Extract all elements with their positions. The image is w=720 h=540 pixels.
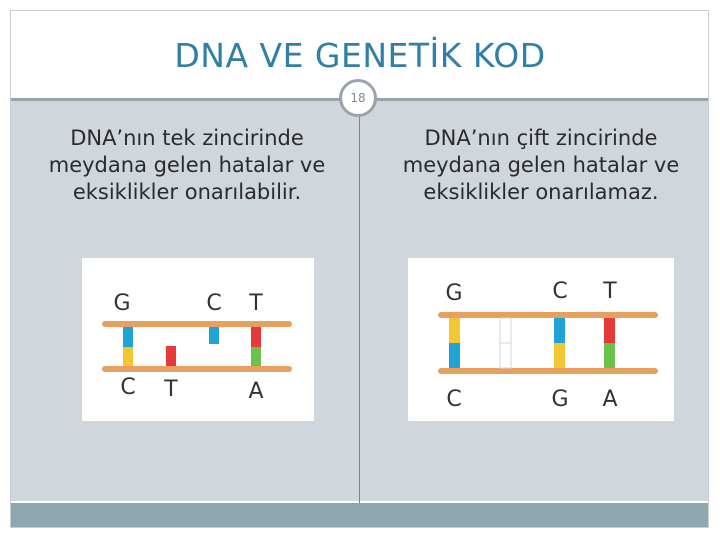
base-label-bottom-3: A: [248, 379, 263, 404]
base-block-t-unpaired: [166, 346, 176, 366]
bottom-strand: [438, 368, 658, 374]
base-label-bottom-2: T: [163, 377, 178, 402]
double-strand-diagram-svg: G C T C G A: [408, 258, 674, 421]
slide-title: DNA VE GENETİK KOD: [10, 36, 710, 75]
base-block-g: [123, 327, 133, 347]
single-strand-diagram-svg: G C T C T A: [82, 258, 314, 421]
base-label-top-3: T: [602, 279, 617, 304]
single-strand-diagram: G C T C T A: [82, 258, 314, 421]
base-block-c: [554, 318, 565, 343]
base-label-top-2: C: [206, 291, 221, 316]
bottom-bar: [11, 503, 708, 527]
base-block-g-bottom: [554, 343, 565, 368]
base-block-c: [123, 347, 133, 366]
top-strand: [438, 312, 658, 318]
top-strand: [102, 321, 292, 327]
base-label-top-3: T: [248, 291, 263, 316]
base-block-c: [449, 343, 460, 368]
base-label-top-1: G: [445, 281, 462, 306]
base-block-t: [604, 318, 615, 343]
column-divider: [359, 110, 360, 504]
base-label-top-2: C: [552, 279, 567, 304]
page-number-badge: 18: [339, 79, 377, 117]
base-block-g: [449, 318, 460, 343]
base-block-a: [604, 343, 615, 368]
bottom-strand: [102, 366, 292, 372]
base-label-bottom-1: C: [120, 375, 135, 400]
base-label-bottom-2: G: [551, 387, 568, 412]
base-block-a: [251, 347, 261, 366]
base-label-bottom-3: A: [602, 387, 617, 412]
base-label-bottom-1: C: [446, 387, 461, 412]
right-column-text: DNA’nın çift zincirinde meydana gelen ha…: [376, 125, 706, 206]
base-label-top-1: G: [113, 291, 130, 316]
double-strand-diagram: G C T C G A: [408, 258, 674, 421]
base-block-c-unpaired: [209, 327, 219, 344]
left-column-text: DNA’nın tek zincirinde meydana gelen hat…: [22, 125, 352, 206]
base-block-t: [251, 327, 261, 347]
